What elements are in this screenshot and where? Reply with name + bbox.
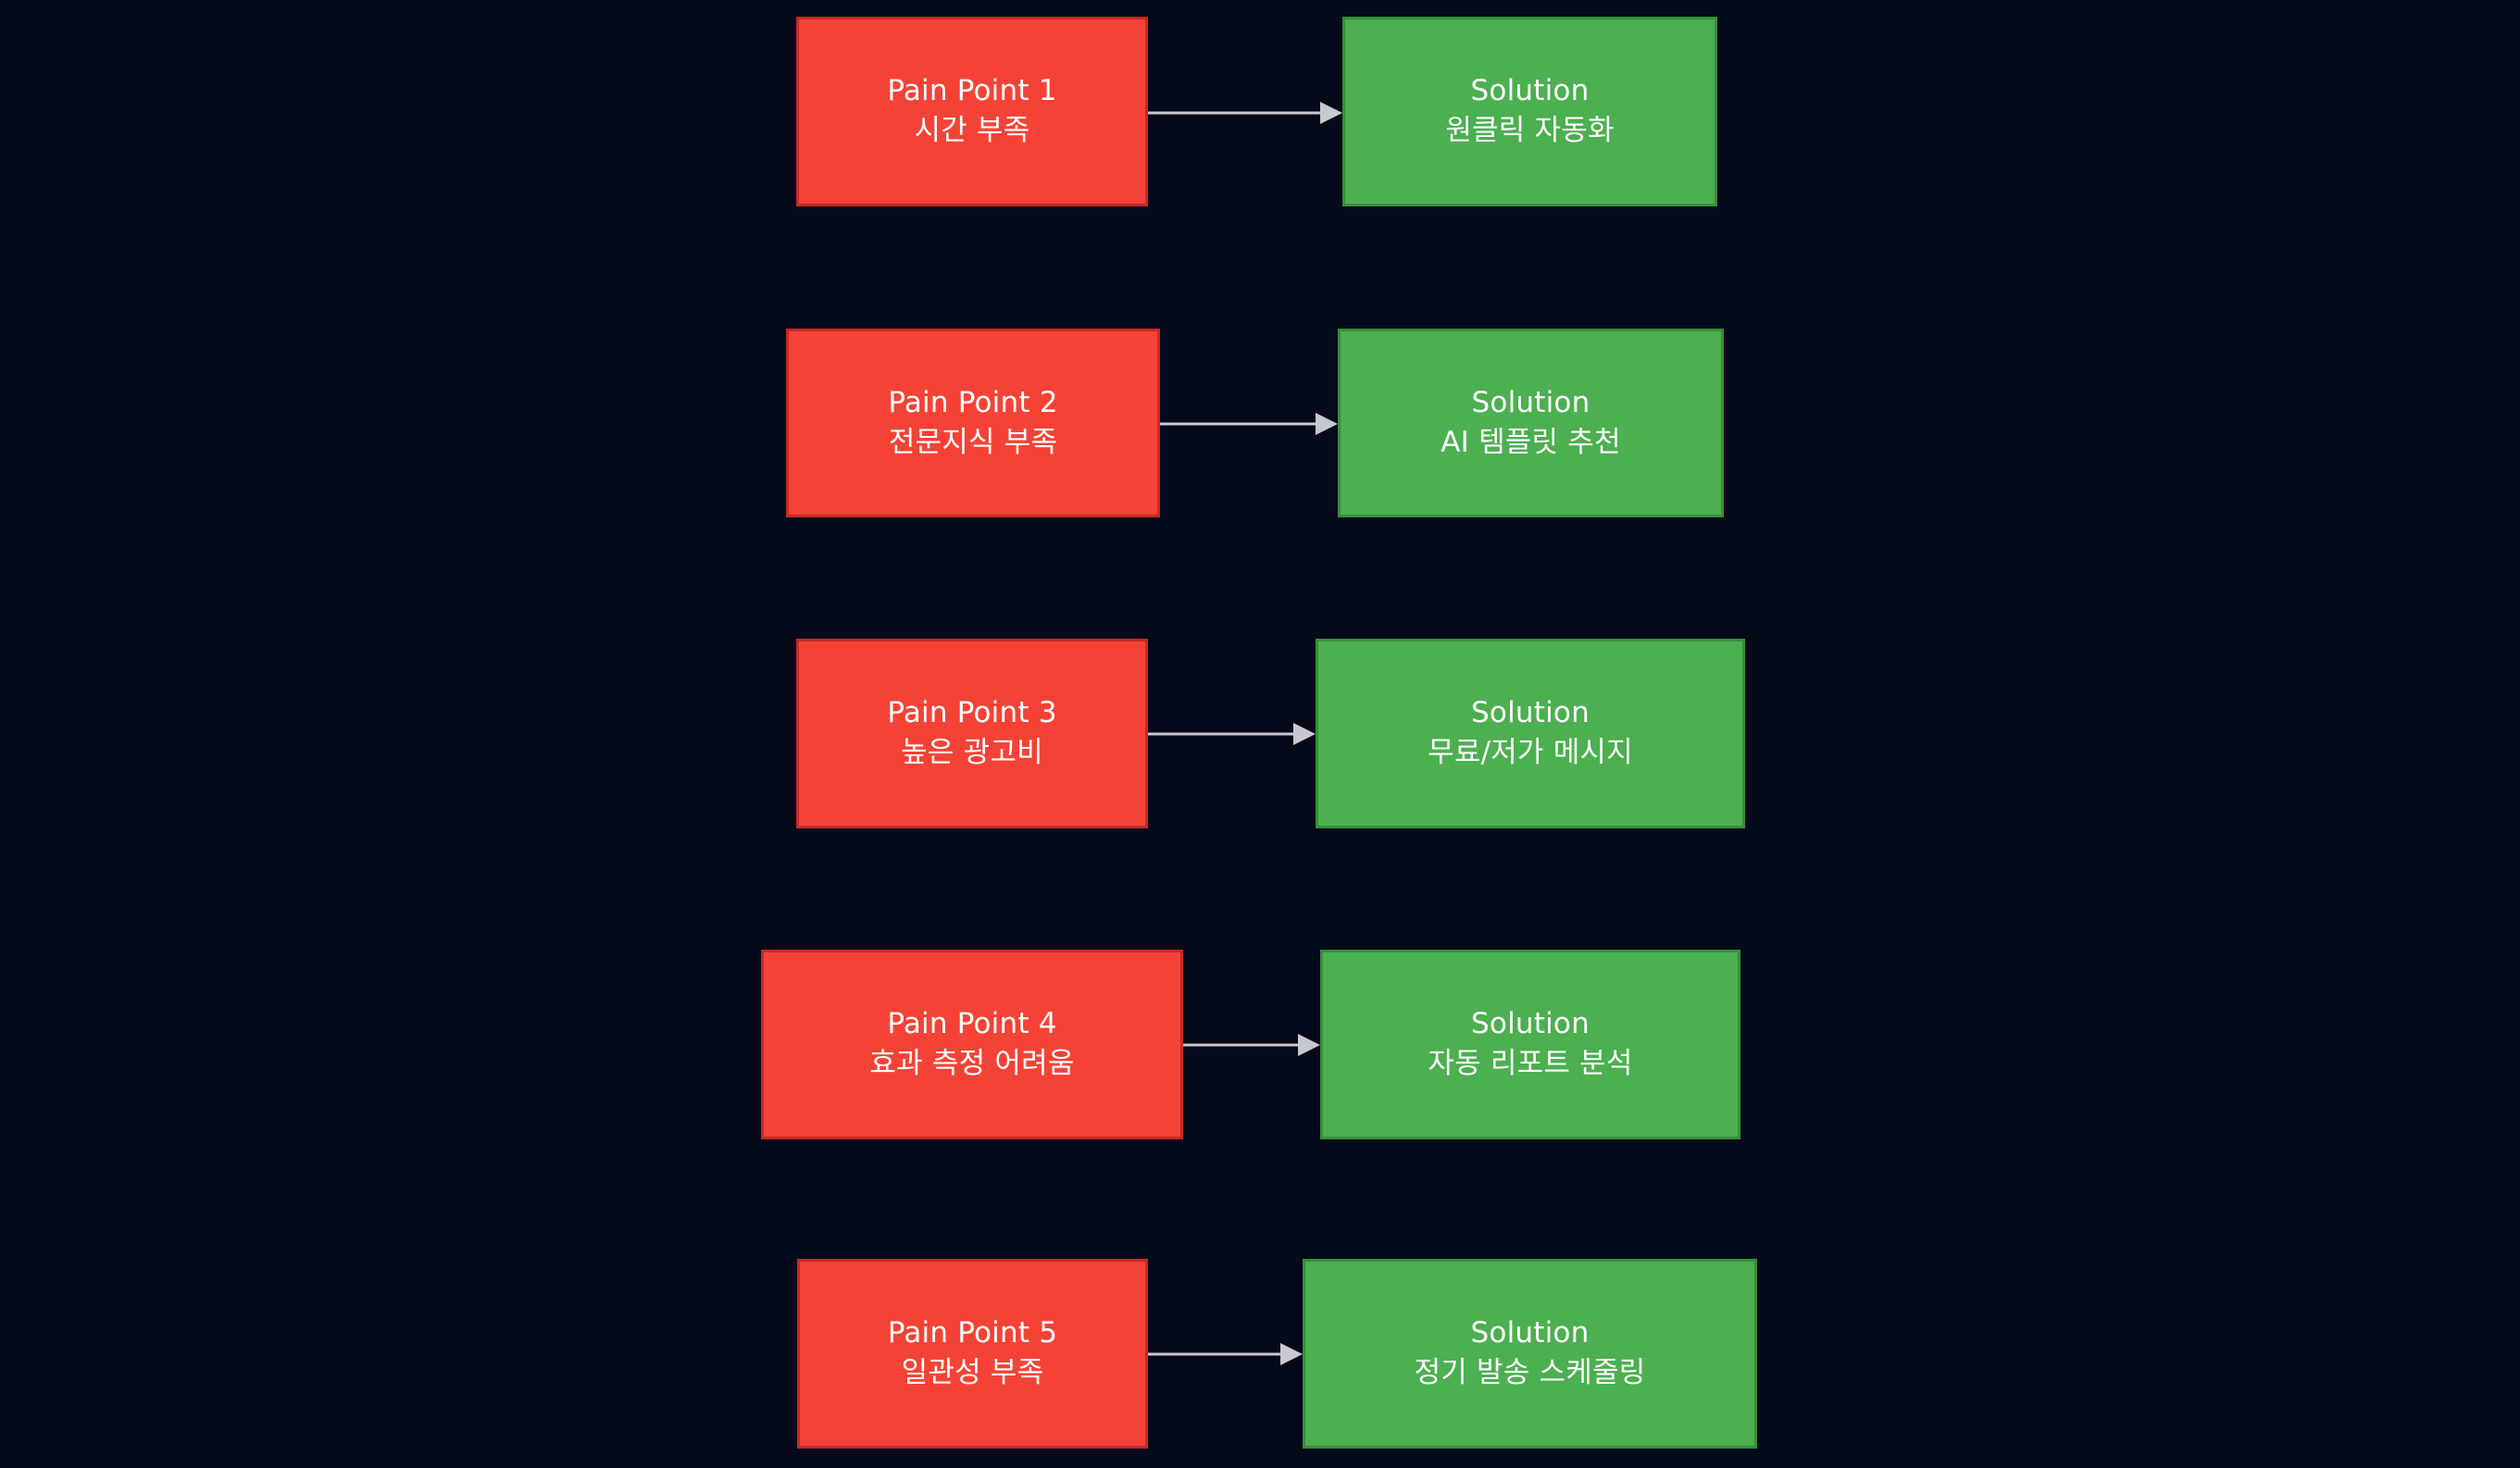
solution-title-2: Solution	[1471, 385, 1591, 419]
solution-title-5: Solution	[1470, 1316, 1590, 1350]
arrow-connector-1	[1148, 98, 1342, 128]
pain-point-title-3: Pain Point 3	[887, 696, 1057, 730]
arrow-connector-5	[1148, 1339, 1303, 1369]
solution-detail-2: AI 템플릿 추천	[1441, 425, 1621, 459]
pain-point-node-2[interactable]: Pain Point 2 전문지식 부족	[786, 329, 1160, 517]
pain-point-title-5: Pain Point 5	[887, 1316, 1058, 1350]
pain-point-title-2: Pain Point 2	[888, 385, 1058, 419]
pain-point-title-4: Pain Point 4	[887, 1007, 1057, 1041]
solution-node-2[interactable]: Solution AI 템플릿 추천	[1338, 329, 1724, 517]
pain-point-detail-2: 전문지식 부족	[888, 425, 1058, 459]
pain-point-detail-1: 시간 부족	[914, 114, 1030, 147]
solution-node-5[interactable]: Solution 정기 발송 스케줄링	[1303, 1259, 1757, 1449]
solution-node-1[interactable]: Solution 원클릭 자동화	[1342, 17, 1717, 206]
pain-point-detail-4: 효과 측정 어려움	[869, 1047, 1075, 1080]
pain-point-title-1: Pain Point 1	[887, 74, 1057, 108]
pain-point-node-4[interactable]: Pain Point 4 효과 측정 어려움	[761, 950, 1183, 1139]
pain-point-detail-3: 높은 광고비	[901, 736, 1043, 769]
pain-point-detail-5: 일관성 부족	[901, 1356, 1044, 1389]
arrow-connector-3	[1148, 719, 1316, 749]
solution-title-4: Solution	[1471, 1007, 1590, 1041]
solution-node-4[interactable]: Solution 자동 리포트 분석	[1320, 950, 1740, 1139]
pain-point-node-5[interactable]: Pain Point 5 일관성 부족	[797, 1259, 1148, 1449]
solution-detail-5: 정기 발송 스케줄링	[1414, 1356, 1646, 1389]
solution-detail-4: 자동 리포트 분석	[1428, 1047, 1633, 1080]
solution-detail-3: 무료/저가 메시지	[1428, 736, 1633, 769]
arrow-connector-4	[1183, 1030, 1320, 1060]
solution-detail-1: 원클릭 자동화	[1445, 114, 1615, 147]
pain-point-node-1[interactable]: Pain Point 1 시간 부족	[796, 17, 1148, 206]
pain-point-node-3[interactable]: Pain Point 3 높은 광고비	[796, 639, 1148, 828]
solution-title-3: Solution	[1471, 696, 1590, 730]
solution-node-3[interactable]: Solution 무료/저가 메시지	[1316, 639, 1745, 828]
solution-title-1: Solution	[1470, 74, 1590, 108]
arrow-connector-2	[1160, 409, 1338, 439]
